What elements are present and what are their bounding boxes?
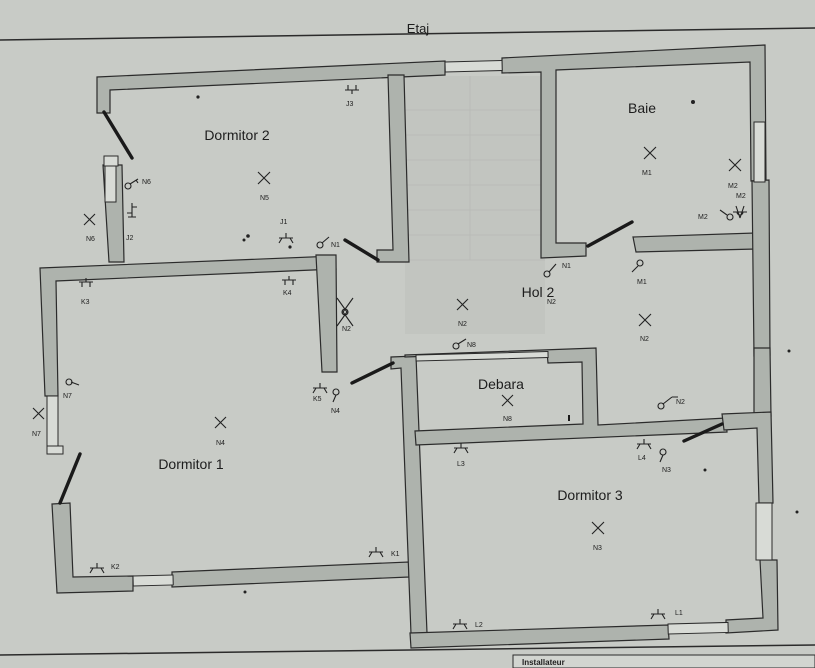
- symbol-labels: J3 N5 N6 N6 J2 J1 N1 M1 M2 M2 M2 N1 M1 N…: [32, 101, 746, 629]
- symbol-label-j1: J1: [280, 219, 288, 226]
- symbol-label-n8b: N8: [503, 416, 512, 423]
- footer-box: [512, 654, 815, 668]
- symbol-label-l2: L2: [475, 622, 483, 629]
- ceiling-light-marks: [32, 146, 742, 535]
- symbol-label-k4: K4: [283, 290, 292, 297]
- symbol-label-m2c: M2: [698, 214, 708, 221]
- symbol-label-n2c: N2: [640, 336, 649, 343]
- symbol-label-j2: J2: [126, 235, 134, 242]
- stairs: [405, 76, 545, 261]
- symbol-label-n1b: N1: [562, 263, 571, 270]
- symbol-label-n7a: N7: [63, 393, 72, 400]
- symbol-label-n2e: N2: [676, 399, 685, 406]
- symbol-label-m1b: M1: [637, 279, 647, 286]
- footer-line: [0, 644, 815, 656]
- symbol-label-n2d: N2: [342, 326, 351, 333]
- room-baie: Baie: [628, 100, 656, 116]
- header-line: [0, 27, 815, 41]
- symbol-label-k5: K5: [313, 396, 322, 403]
- header-title: Etaj: [407, 21, 430, 36]
- symbol-label-l3: L3: [457, 461, 465, 468]
- symbol-label-n4b: N4: [216, 440, 225, 447]
- doors: [58, 110, 724, 505]
- symbol-label-k1: K1: [391, 551, 400, 558]
- room-dormitor-1: Dormitor 1: [158, 456, 224, 472]
- room-dormitor-2: Dormitor 2: [204, 127, 270, 143]
- symbol-label-n6a: N6: [142, 179, 151, 186]
- symbol-label-j3: J3: [346, 101, 354, 108]
- symbol-label-n6b: N6: [86, 236, 95, 243]
- symbol-label-n1a: N1: [331, 242, 340, 249]
- symbol-label-n2a: N2: [547, 299, 556, 306]
- symbol-label-k2: K2: [111, 564, 120, 571]
- windows: [46, 59, 773, 635]
- switch-symbols: [65, 178, 734, 463]
- symbol-label-n5: N5: [260, 195, 269, 202]
- symbol-label-n8a: N8: [467, 342, 476, 349]
- symbol-label-n4a: N4: [331, 408, 340, 415]
- symbol-label-l4: L4: [638, 455, 646, 462]
- marker-dots: [196, 95, 799, 594]
- footer-label: Installateur: [522, 658, 565, 667]
- symbol-label-n3b: N3: [593, 545, 602, 552]
- socket-symbols: [79, 85, 747, 630]
- symbol-label-k3: K3: [81, 299, 90, 306]
- symbol-label-l1: L1: [675, 610, 683, 617]
- symbol-label-n2b: N2: [458, 321, 467, 328]
- symbol-label-n7b: N7: [32, 431, 41, 438]
- walls: [39, 44, 779, 649]
- room-debara: Debara: [478, 376, 524, 392]
- symbol-label-m2a: M2: [728, 183, 738, 190]
- symbol-label-n3a: N3: [662, 467, 671, 474]
- symbol-label-m2b: M2: [736, 193, 746, 200]
- symbol-label-m1a: M1: [642, 170, 652, 177]
- stairs-area: [405, 76, 545, 334]
- room-dormitor-3: Dormitor 3: [557, 487, 623, 503]
- room-hol-2: Hol 2: [522, 284, 555, 300]
